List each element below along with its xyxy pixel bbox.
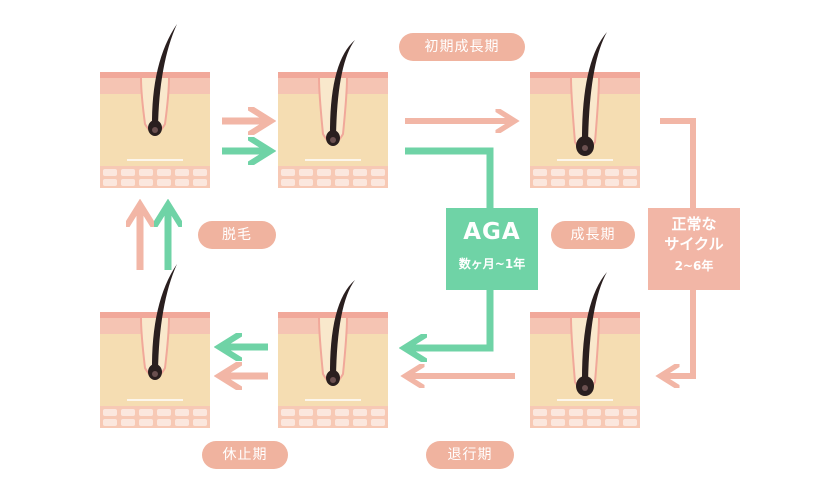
normal-cycle-line2: サイクル — [664, 235, 724, 253]
normal-cycle-title: 正常な サイクル — [648, 214, 740, 254]
aga-box: AGA 数ヶ月~1年 — [446, 208, 538, 290]
normal-cycle-line1: 正常な — [671, 215, 717, 233]
skin-cell-regression-2 — [278, 280, 388, 428]
skin-cell-early-growth-2 — [278, 40, 388, 188]
label-growth: 成長期 — [551, 221, 635, 249]
skin-cell-resting — [100, 264, 210, 428]
skin-cell-regression — [530, 272, 640, 428]
aga-title: AGA — [463, 219, 521, 245]
label-resting: 休止期 — [202, 441, 288, 469]
skin-cell-growth — [530, 32, 640, 188]
label-hair-removal: 脱毛 — [198, 221, 276, 249]
label-regression: 退行期 — [426, 441, 514, 469]
aga-duration: 数ヶ月~1年 — [458, 257, 526, 271]
label-early-growth: 初期成長期 — [399, 33, 525, 61]
skin-cell-early-growth — [100, 24, 210, 188]
normal-cycle-box: 正常な サイクル 2~6年 — [648, 208, 740, 290]
normal-cycle-duration: 2~6年 — [674, 259, 714, 273]
